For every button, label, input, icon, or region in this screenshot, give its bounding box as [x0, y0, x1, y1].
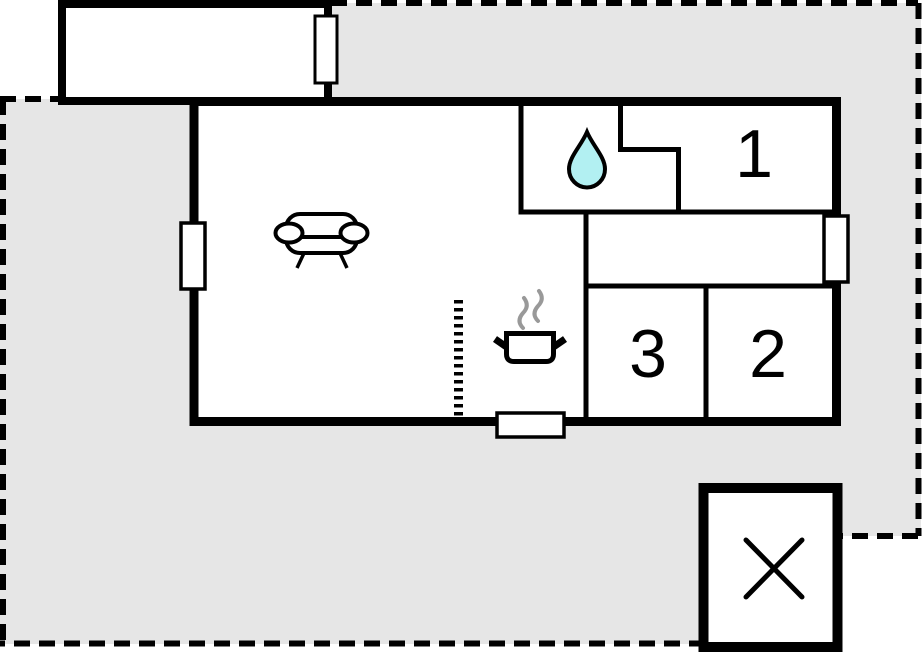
- room-3-label: 3: [629, 316, 667, 392]
- window-icon: [495, 411, 566, 439]
- cooking-pot-icon: [493, 289, 567, 364]
- window-icon: [822, 214, 850, 284]
- steam-wave-right: [532, 289, 544, 323]
- main-house: 1 2 3: [179, 97, 850, 439]
- outbuilding: [698, 483, 843, 652]
- window-icon: [179, 221, 207, 291]
- room-2-label: 2: [749, 316, 787, 392]
- sofa-armrest-right: [338, 221, 370, 245]
- interior-walls: [518, 101, 832, 421]
- crossed-box-icon: [743, 537, 805, 600]
- room-1-label: 1: [735, 116, 773, 192]
- window-icon: [313, 14, 339, 85]
- house-windows: [179, 214, 850, 439]
- steam-icon: [517, 289, 544, 330]
- water-drop-icon: [566, 126, 608, 190]
- annex-building: [58, 0, 339, 105]
- bathroom-step-wall: [618, 101, 681, 212]
- sofa-armrest-left: [273, 221, 305, 245]
- room-labels: 1 2 3: [629, 116, 787, 392]
- cross-line-2: [743, 537, 805, 600]
- sofa-icon: [273, 212, 370, 269]
- steam-wave-left: [517, 296, 529, 330]
- annex-walls: [58, 0, 332, 105]
- pot-body: [504, 331, 556, 364]
